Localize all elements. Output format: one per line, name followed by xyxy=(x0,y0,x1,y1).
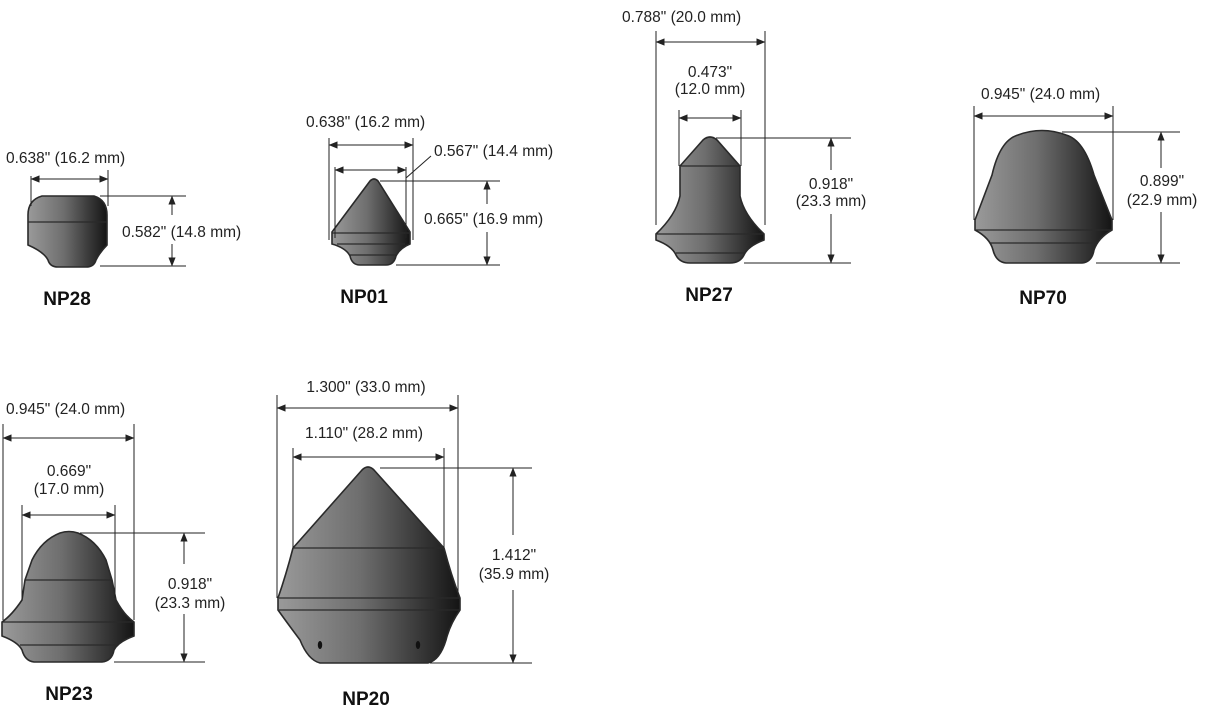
part-np01: 0.638" (16.2 mm) 0.567" (14.4 mm) 0.665"… xyxy=(306,114,553,308)
np20-height-in-label: 1.412" xyxy=(492,547,536,564)
np27-inner-in-label: 0.473" xyxy=(688,64,732,81)
np01-inner-width-label: 0.567" (14.4 mm) xyxy=(434,143,553,160)
np27-height-mm-label: (23.3 mm) xyxy=(796,193,867,210)
np28-button-shape xyxy=(27,195,108,268)
np70-height-mm-label: (22.9 mm) xyxy=(1127,192,1198,209)
np23-inner-in-label: 0.669" xyxy=(47,463,91,480)
np01-leader-line xyxy=(405,155,432,179)
np70-part-label: NP70 xyxy=(1019,288,1067,309)
np27-button-shape xyxy=(655,136,765,264)
np27-height-in-label: 0.918" xyxy=(809,176,853,193)
part-np28: 0.638" (16.2 mm) 0.582" (14.8 mm) NP28 xyxy=(6,150,241,310)
np20-hole xyxy=(317,641,323,649)
np23-height-mm-label: (23.3 mm) xyxy=(155,595,226,612)
part-np23: 0.945" (24.0 mm) 0.669" (17.0 mm) 0.918"… xyxy=(1,401,226,705)
part-np70: 0.945" (24.0 mm) 0.899" (22.9 mm) NP70 xyxy=(973,86,1198,309)
part-np20: 1.300" (33.0 mm) 1.110" (28.2 mm) 1.412"… xyxy=(276,379,550,710)
np70-height-in-label: 0.899" xyxy=(1140,173,1184,190)
np23-height-in-label: 0.918" xyxy=(168,576,212,593)
np23-part-label: NP23 xyxy=(45,684,93,705)
np27-part-label: NP27 xyxy=(685,285,733,306)
np27-inner-mm-label: (12.0 mm) xyxy=(675,81,746,98)
np20-hole xyxy=(415,641,421,649)
np20-button-shape xyxy=(277,466,461,664)
part-np27: 0.788" (20.0 mm) 0.473" (12.0 mm) 0.918"… xyxy=(622,9,866,306)
np20-height-mm-label: (35.9 mm) xyxy=(479,566,550,583)
np01-height-label: 0.665" (16.9 mm) xyxy=(424,211,543,228)
np28-part-label: NP28 xyxy=(43,289,91,310)
np28-height-label: 0.582" (14.8 mm) xyxy=(122,224,241,241)
np23-width-label: 0.945" (24.0 mm) xyxy=(6,401,125,418)
np27-width-label: 0.788" (20.0 mm) xyxy=(622,9,741,26)
np01-width-label: 0.638" (16.2 mm) xyxy=(306,114,425,131)
np23-button-shape xyxy=(1,530,135,663)
np70-width-label: 0.945" (24.0 mm) xyxy=(981,86,1100,103)
np20-part-label: NP20 xyxy=(342,689,390,710)
np20-inner-width-label: 1.110" (28.2 mm) xyxy=(305,425,423,442)
np23-inner-mm-label: (17.0 mm) xyxy=(34,481,105,498)
np01-button-shape xyxy=(331,178,411,266)
np20-width-label: 1.300" (33.0 mm) xyxy=(306,379,425,396)
np28-width-label: 0.638" (16.2 mm) xyxy=(6,150,125,167)
np01-part-label: NP01 xyxy=(340,287,388,308)
